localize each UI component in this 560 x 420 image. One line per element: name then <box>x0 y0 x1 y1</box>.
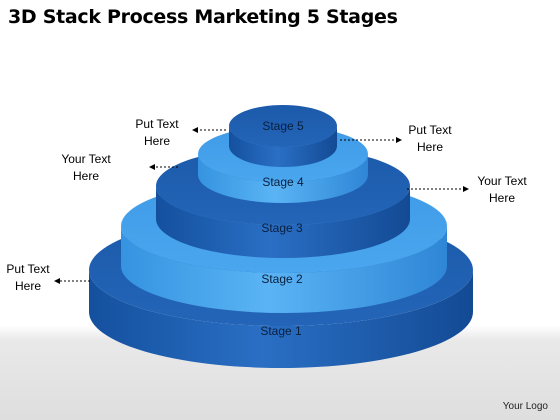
stage-2-label: Stage 2 <box>261 272 303 286</box>
stage-5-label: Stage 5 <box>262 119 304 133</box>
stage-5-disc <box>229 105 337 167</box>
stage-4-label: Stage 4 <box>262 175 304 189</box>
logo-text: Your Logo <box>502 401 548 412</box>
stage-3-label: Stage 3 <box>261 221 303 235</box>
stage-1-label: Stage 1 <box>260 324 302 338</box>
page-title: 3D Stack Process Marketing 5 Stages <box>8 6 398 28</box>
